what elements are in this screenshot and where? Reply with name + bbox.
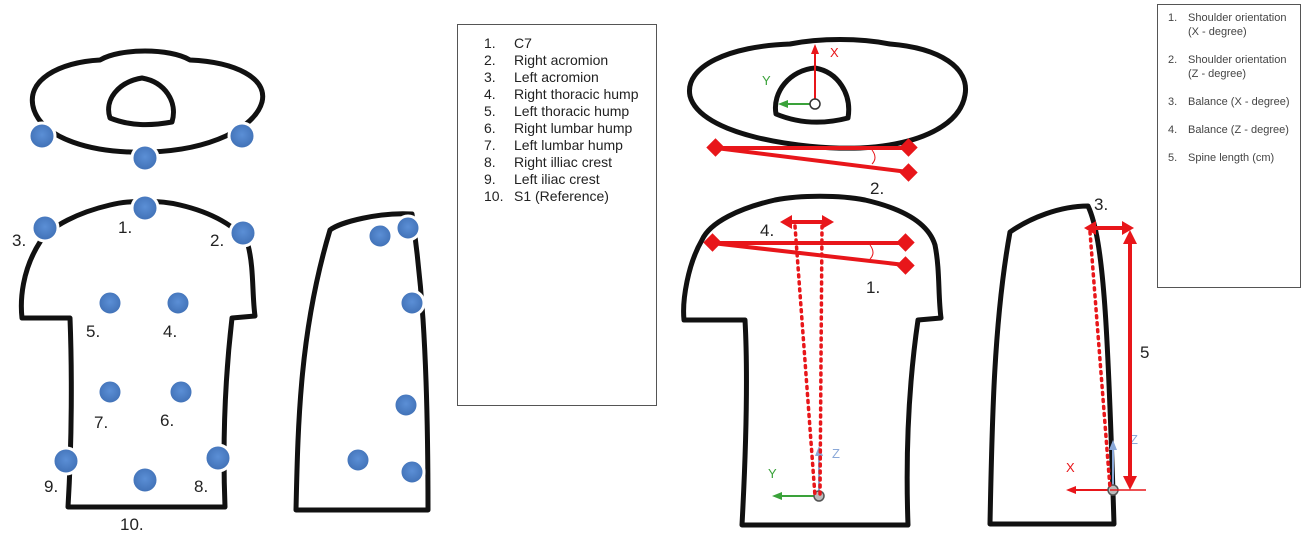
legend-item-text: Left acromion: [514, 69, 650, 86]
marker-dot: [400, 460, 424, 484]
legend-item: 8.Right illiac crest: [458, 154, 650, 171]
marker-dot: [166, 291, 190, 315]
legend-item: 3.Left acromion: [458, 69, 650, 86]
marker-label: 5.: [86, 322, 100, 341]
marker-label: 9.: [44, 477, 58, 496]
legend-item-text: S1 (Reference): [514, 188, 650, 205]
axis-z-label: Z: [832, 446, 840, 461]
legend-item-text: Right lumbar hump: [514, 120, 650, 137]
measure-label: 5: [1140, 343, 1149, 362]
marker-dot: [346, 448, 370, 472]
legend-item-text: C7: [514, 35, 650, 52]
marker-label: 10.: [120, 515, 144, 533]
axis-y-label: Y: [762, 73, 771, 88]
marker-dot: [396, 216, 420, 240]
legend-item-text: Left iliac crest: [514, 171, 650, 188]
legend-item-number: 5.: [1158, 151, 1188, 165]
marker-dot: [394, 393, 418, 417]
measure-shoulder-z: [709, 141, 915, 179]
legend-item-number: 9.: [458, 171, 514, 188]
legend-item-number: 2.: [1158, 53, 1188, 81]
marker-dot: [230, 220, 256, 246]
legend-item: 9.Left iliac crest: [458, 171, 650, 188]
legend-item-number: 4.: [1158, 123, 1188, 137]
legend-item-number: 3.: [1158, 95, 1188, 109]
marker-dot: [400, 291, 424, 315]
side-view-axes: X Z: [1066, 432, 1138, 495]
marker-dot: [368, 224, 392, 248]
measure-labels: 1. 2. 3. 4. 5: [760, 179, 1149, 362]
measure-label: 3.: [1094, 195, 1108, 214]
legend-item: 2.Right acromion: [458, 52, 650, 69]
marker-dot: [32, 215, 58, 241]
marker-label: 3.: [12, 231, 26, 250]
right-top-view: [689, 40, 965, 149]
marker-label: 8.: [194, 477, 208, 496]
marker-dot: [169, 380, 193, 404]
measure-label: 4.: [760, 221, 774, 240]
legend-item: 1.C7: [458, 35, 650, 52]
legend-item-text: Left lumbar hump: [514, 137, 650, 154]
legend-item-text: Left thoracic hump: [514, 103, 650, 120]
legend-item-number: 5.: [458, 103, 514, 120]
marker-label: 1.: [118, 218, 132, 237]
legend-item-number: 3.: [458, 69, 514, 86]
legend-item-text: Shoulder orientation (X - degree): [1188, 11, 1296, 39]
marker-dot: [132, 195, 158, 221]
marker-dot: [98, 380, 122, 404]
legend-item-text: Balance (Z - degree): [1188, 123, 1296, 137]
legend-item: 4.Right thoracic hump: [458, 86, 650, 103]
legend-item-number: 2.: [458, 52, 514, 69]
legend-item-number: 1.: [1158, 11, 1188, 39]
marker-label: 6.: [160, 411, 174, 430]
legend-item: 5.Left thoracic hump: [458, 103, 650, 120]
left-marker-labels: 1. 2. 3. 4. 5. 6. 7. 8. 9. 10.: [12, 218, 224, 533]
legend-item: 2.Shoulder orientation (Z - degree): [1158, 53, 1296, 81]
measure-legend: 1.Shoulder orientation (X - degree)2.Sho…: [1157, 4, 1301, 288]
legend-item: 10.S1 (Reference): [458, 188, 650, 205]
marker-dot: [53, 448, 79, 474]
legend-item-number: 1.: [458, 35, 514, 52]
legend-item-text: Right acromion: [514, 52, 650, 69]
measure-label: 1.: [866, 278, 880, 297]
legend-item-text: Right illiac crest: [514, 154, 650, 171]
legend-item-number: 4.: [458, 86, 514, 103]
legend-item-text: Balance (X - degree): [1188, 95, 1296, 109]
marker-dot: [132, 467, 158, 493]
legend-item-text: Shoulder orientation (Z - degree): [1188, 53, 1296, 81]
top-view-axes: X Y: [762, 44, 839, 109]
axis-x-label: X: [830, 45, 839, 60]
legend-item: 6.Right lumbar hump: [458, 120, 650, 137]
marker-dot: [229, 123, 255, 149]
legend-item: 1.Shoulder orientation (X - degree): [1158, 11, 1296, 39]
axis-y-label: Y: [768, 466, 777, 481]
marker-dot: [205, 445, 231, 471]
legend-item-number: 7.: [458, 137, 514, 154]
marker-dot: [29, 123, 55, 149]
legend-item-number: 10.: [458, 188, 514, 205]
legend-item: 7.Left lumbar hump: [458, 137, 650, 154]
legend-item-number: 6.: [458, 120, 514, 137]
marker-label: 4.: [163, 322, 177, 341]
marker-dot: [132, 145, 158, 171]
marker-label: 2.: [210, 231, 224, 250]
measure-label: 2.: [870, 179, 884, 198]
legend-item: 4.Balance (Z - degree): [1158, 123, 1296, 137]
measure-legend-list: 1.Shoulder orientation (X - degree)2.Sho…: [1158, 5, 1300, 165]
marker-label: 7.: [94, 413, 108, 432]
back-view-axes: Y Z: [768, 446, 840, 501]
axis-x-label: X: [1066, 460, 1075, 475]
measure-shoulder-x: [706, 236, 912, 272]
legend-item-text: Spine length (cm): [1188, 151, 1296, 165]
legend-item-number: 8.: [458, 154, 514, 171]
legend-item: 3.Balance (X - degree): [1158, 95, 1296, 109]
legend-item-text: Right thoracic hump: [514, 86, 650, 103]
right-side-view: [990, 206, 1114, 524]
legend-item: 5.Spine length (cm): [1158, 151, 1296, 165]
marker-dot: [98, 291, 122, 315]
